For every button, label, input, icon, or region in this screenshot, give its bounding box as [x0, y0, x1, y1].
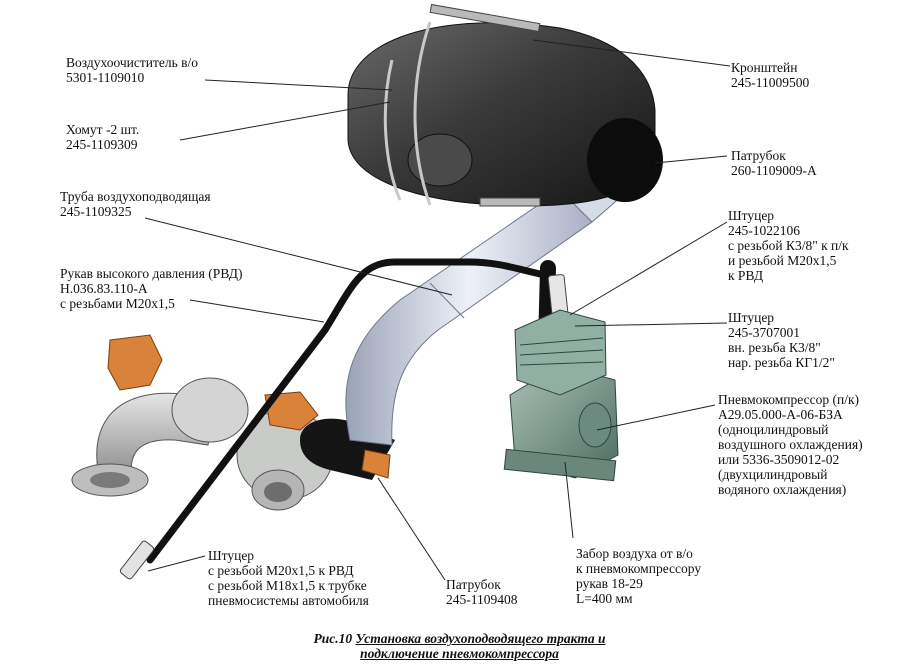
label-fitting-top-line: к РВД — [728, 268, 764, 283]
label-hose-line: с резьбами М20х1,5 — [60, 296, 175, 311]
leader-air-cleaner — [204, 79, 393, 91]
orange-turbo-part — [264, 391, 319, 431]
leader-compressor — [596, 404, 716, 431]
exhaust-flange-hole — [90, 472, 130, 488]
compressor-base — [503, 448, 617, 482]
compressor-fin-1 — [519, 337, 604, 346]
label-compressor-line: (двухцилиндровый — [718, 467, 828, 482]
compressor-fin-2 — [519, 349, 604, 356]
hp-hose — [146, 258, 562, 564]
label-bottom-nozzle-line: 245-1109408 — [446, 592, 518, 607]
label-hose-line: Рукав высокого давления (РВД) — [60, 266, 243, 281]
bracket-plate — [429, 3, 541, 33]
label-bracket-line: Кронштейн — [731, 60, 798, 75]
label-compressor-line: Пневмокомпрессор (п/к) — [718, 392, 859, 407]
clamp-band-2 — [413, 21, 432, 206]
label-clamp-line: Хомут -2 шт. — [66, 122, 140, 137]
label-air-cleaner-line: 5301-1109010 — [66, 70, 145, 85]
turbo-outlet-bore — [264, 482, 292, 502]
leader-air-intake — [564, 461, 574, 539]
label-fitting-top-line: 245-1022106 — [728, 223, 800, 238]
caption-title-line1: Установка воздухоподводящего тракта и — [355, 631, 606, 646]
bracket-foot — [479, 197, 541, 207]
compressor-fin-3 — [519, 361, 604, 366]
label-compressor-line: водяного охлаждения) — [718, 482, 847, 497]
label-bottom-nozzle-line: Патрубок — [446, 577, 501, 592]
leader-bottom-fitting — [147, 555, 206, 572]
intake-pipe-joint — [429, 282, 465, 319]
label-bracket-line: 245-11009500 — [731, 75, 810, 90]
label-compressor-line: (одноцилиндровый — [718, 422, 829, 437]
label-air-intake-line: L=400 мм — [576, 591, 633, 606]
compressor-pulley — [578, 402, 612, 448]
label-fitting-mid-line: Штуцер — [728, 310, 775, 325]
label-fitting-top-line: и резьбой М20х1,5 — [728, 253, 837, 268]
label-compressor-line: А29.05.000-А-06-БЗА — [718, 407, 843, 422]
clamp-band-1 — [383, 59, 402, 201]
leader-intake-pipe — [144, 217, 453, 296]
label-clamp-line: 245-1109309 — [66, 137, 138, 152]
caption-title-line2: подключение пневмокомпрессора — [360, 646, 559, 661]
figure-caption: Рис.10 Установка воздухоподводящего трак… — [0, 631, 919, 661]
leader-fitting-top — [569, 221, 728, 316]
leader-clamp — [179, 101, 391, 141]
orange-flange-left — [107, 334, 163, 391]
label-air-cleaner-line: Воздухоочиститель в/о — [66, 55, 199, 70]
air-cleaner-outlet — [587, 118, 663, 202]
label-bottom-fitting-line: пневмосистемы автомобиля — [208, 593, 369, 608]
label-air-intake-line: к пневмокомпрессору — [576, 561, 702, 576]
label-fitting-mid-line: нар. резьба КГ1/2" — [728, 355, 835, 370]
label-compressor-line: воздушного охлаждения) — [718, 437, 863, 452]
leader-lines — [144, 39, 731, 581]
label-hose: Рукав высокого давления (РВД)Н.036.83.11… — [60, 266, 243, 311]
leader-hose — [189, 299, 325, 323]
leader-fitting-mid — [574, 322, 728, 327]
label-compressor-line: или 5336-3509012-02 — [718, 452, 840, 467]
label-fitting-mid-line: 245-3707001 — [728, 325, 800, 340]
label-air-intake-line: рукав 18-29 — [576, 576, 643, 591]
label-bottom-fitting-line: Штуцер — [208, 548, 255, 563]
caption-prefix: Рис.10 — [313, 631, 353, 646]
label-intake-pipe-line: 245-1109325 — [60, 204, 132, 219]
label-top-nozzle-line: 260-1109009-А — [731, 163, 817, 178]
label-fitting-mid-line: вн. резьба К3/8" — [728, 340, 821, 355]
leader-bottom-nozzle — [377, 477, 446, 581]
lower-nozzle-clamp — [361, 449, 391, 479]
turbo-center-housing — [171, 377, 249, 443]
label-compressor: Пневмокомпрессор (п/к)А29.05.000-А-06-БЗ… — [718, 392, 863, 497]
label-fitting-top-line: с резьбой К3/8" к п/к — [728, 238, 849, 253]
label-clamp: Хомут -2 шт.245-1109309 — [66, 122, 139, 152]
label-top-nozzle-line: Патрубок — [731, 148, 786, 163]
label-bottom-fitting-line: с резьбой М18х1,5 к трубке — [208, 578, 367, 593]
air-cleaner-inlet — [407, 133, 473, 187]
label-hose-line: Н.036.83.110-А — [60, 281, 148, 296]
label-bottom-fitting-line: с резьбой М20х1,5 к РВД — [208, 563, 354, 578]
leader-top-nozzle — [654, 155, 728, 164]
label-air-intake-line: Забор воздуха от в/о — [576, 546, 693, 561]
hose-bottom-fitting — [119, 540, 155, 580]
label-fitting-top-line: Штуцер — [728, 208, 775, 223]
label-intake-pipe-line: Труба воздухоподводящая — [60, 189, 211, 204]
leader-bracket — [532, 39, 731, 67]
